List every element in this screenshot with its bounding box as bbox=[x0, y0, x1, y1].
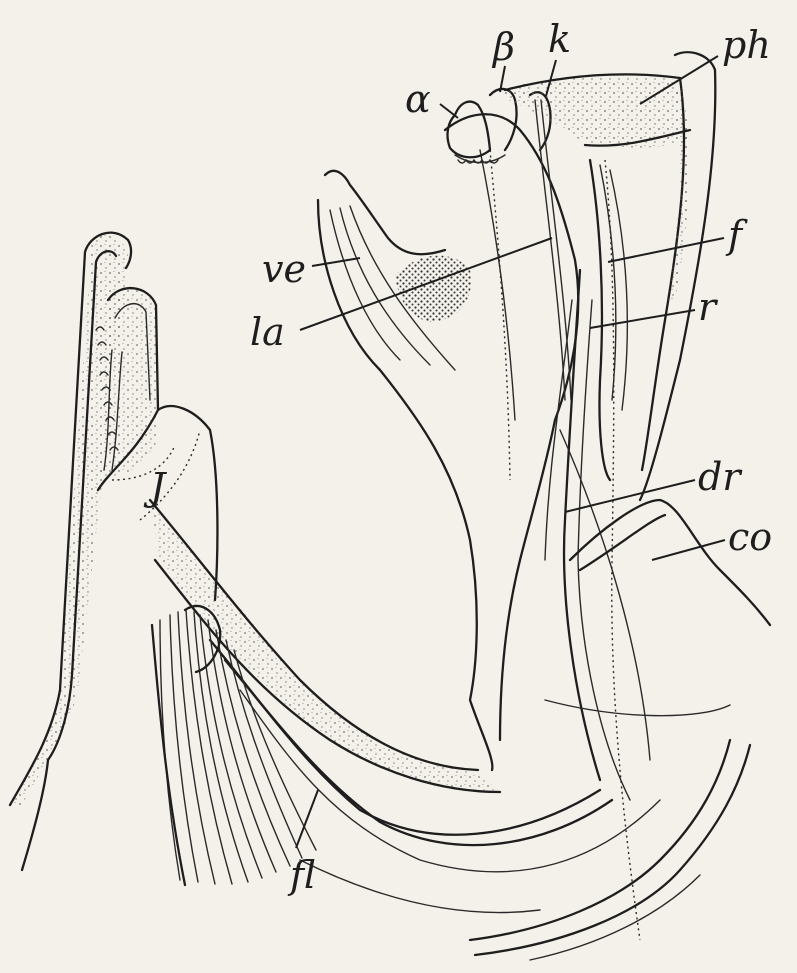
label-dr: dr bbox=[698, 455, 743, 499]
left-body-wall bbox=[10, 233, 158, 870]
label-j: J bbox=[143, 465, 167, 509]
label-k: k bbox=[548, 17, 571, 61]
label-ph: ph bbox=[722, 23, 771, 67]
label-f: f bbox=[725, 213, 748, 257]
label-beta: β bbox=[491, 25, 515, 69]
label-alpha: α bbox=[405, 77, 431, 121]
bottom-curves bbox=[300, 740, 750, 960]
label-la: la bbox=[250, 310, 285, 354]
label-fl: fl bbox=[287, 853, 315, 897]
label-r: r bbox=[698, 285, 719, 329]
lower-band bbox=[150, 500, 660, 872]
label-co: co bbox=[728, 515, 772, 559]
labium bbox=[318, 114, 578, 770]
label-ve: ve bbox=[262, 247, 306, 291]
